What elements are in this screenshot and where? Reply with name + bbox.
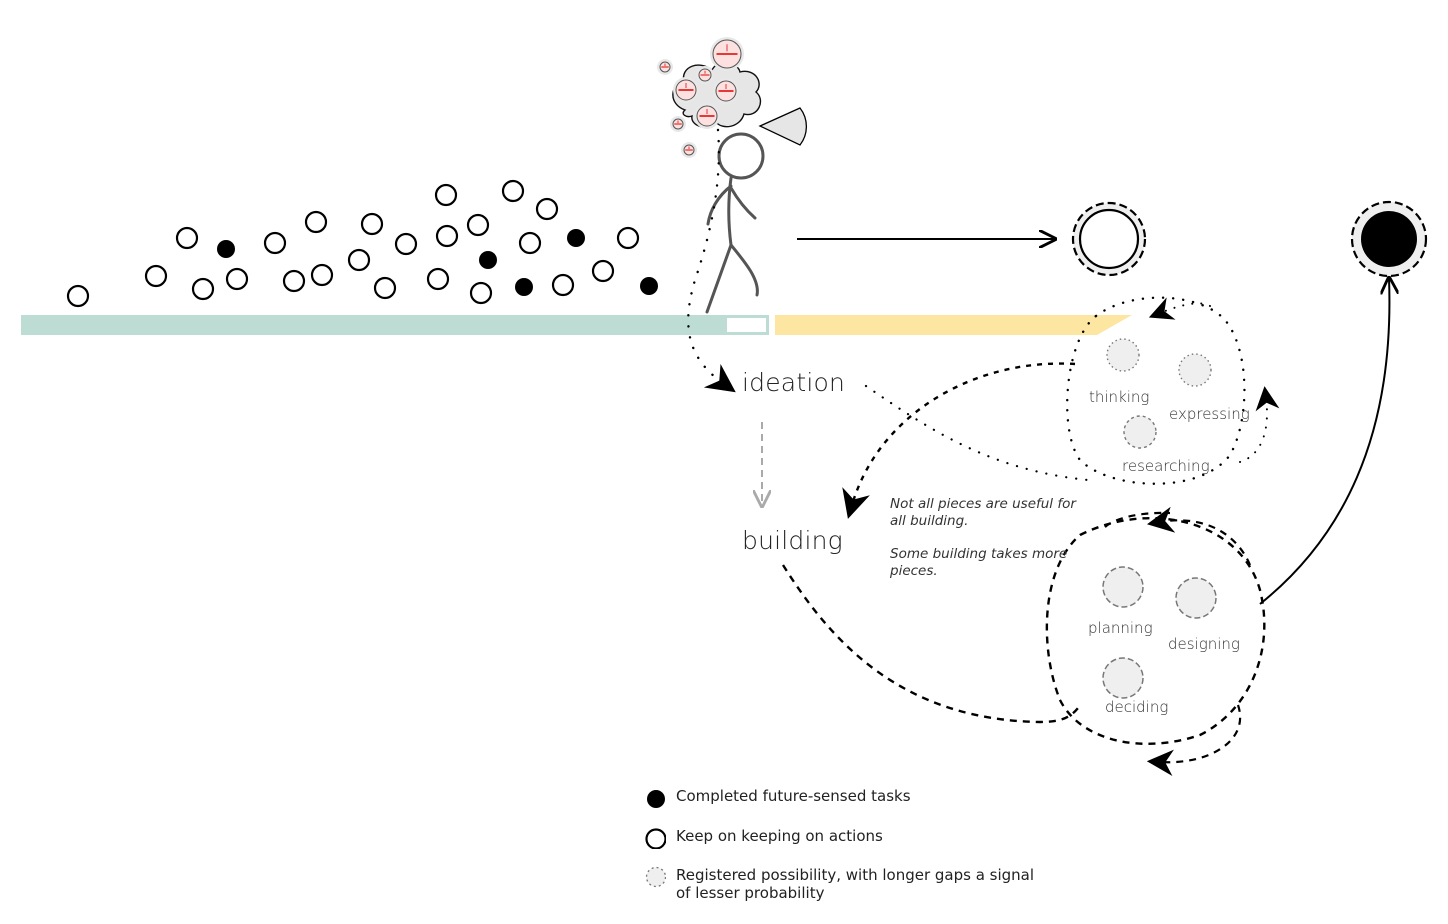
ideation-path — [687, 128, 736, 393]
open-task-dot — [434, 183, 458, 207]
open-task-dot — [591, 259, 615, 283]
legend-item-keep-on: Keep on keeping on actions — [644, 827, 1036, 849]
completed-task-dot — [640, 277, 658, 295]
present-marker — [727, 318, 766, 332]
note-pieces-useful: Not all pieces are useful for all buildi… — [890, 496, 1076, 529]
figure-head — [717, 132, 765, 180]
thought-bubble-icon — [694, 103, 720, 129]
open-task-dot — [304, 210, 328, 234]
figure-arm-right — [729, 186, 757, 220]
open-task-dot — [535, 197, 559, 221]
building-cluster — [1045, 506, 1266, 776]
filled-circle-icon — [647, 790, 665, 808]
open-task-dot — [501, 179, 525, 203]
activity-designing: designing — [1168, 635, 1240, 653]
completed-task-dot — [515, 278, 533, 296]
thought-bubble-icon — [681, 142, 697, 158]
stage-building: building — [742, 526, 843, 555]
open-task-dot — [435, 224, 459, 248]
open-task-dot — [551, 273, 575, 297]
arrow-to-completed-target — [1259, 278, 1389, 605]
figure-leg-right — [729, 243, 759, 297]
possibility-expressing — [1178, 353, 1212, 387]
open-task-dot — [282, 269, 306, 293]
thought-bubble-icon — [713, 78, 739, 104]
thought-bubble-icon — [670, 116, 686, 132]
dashed-circle-icon — [645, 866, 666, 888]
open-task-dot — [426, 267, 450, 291]
cluster-to-building-path — [842, 362, 1076, 519]
possibility-planning — [1102, 566, 1144, 608]
legend-label: Registered possibility, with longer gaps… — [676, 866, 1035, 902]
open-task-dot — [66, 284, 90, 308]
building-to-cluster-path — [781, 564, 1079, 724]
past-timeline-bar — [21, 315, 769, 335]
vision-cone — [758, 107, 807, 146]
open-task-dot — [144, 264, 168, 288]
thought-bubble-icon — [657, 59, 673, 75]
completed-task-dot — [479, 251, 497, 269]
completed-task-dot — [217, 240, 235, 258]
open-task-dot — [225, 267, 249, 291]
activity-deciding: deciding — [1105, 698, 1169, 716]
ideation-to-cluster-path — [864, 384, 1090, 482]
possibility-deciding — [1102, 657, 1144, 699]
open-task-dot — [347, 248, 371, 272]
open-task-dot — [616, 226, 640, 250]
completed-task-dot — [567, 229, 585, 247]
legend-label: Completed future-sensed tasks — [676, 787, 911, 805]
task-dots — [66, 179, 658, 308]
open-task-dot — [469, 281, 493, 305]
open-task-dot — [175, 226, 199, 250]
legend-label: Keep on keeping on actions — [676, 827, 883, 845]
activity-expressing: expressing — [1169, 405, 1250, 423]
possibility-designing — [1175, 577, 1217, 619]
thought-bubbles — [657, 37, 744, 158]
open-task-dot — [360, 212, 384, 236]
open-task-dot — [373, 276, 397, 300]
open-task-dot — [518, 231, 542, 255]
stick-figure — [705, 132, 765, 314]
thought-bubble-icon — [710, 37, 744, 71]
activity-researching: researching — [1122, 457, 1210, 475]
legend-item-possibility: Registered possibility, with longer gaps… — [644, 866, 1036, 902]
future-timeline-bar — [775, 315, 1132, 335]
possibility-thinking — [1106, 338, 1140, 372]
note-more-pieces: Some building takes more pieces. — [890, 546, 1068, 579]
activity-thinking: thinking — [1089, 388, 1150, 406]
figure-arm-left — [706, 184, 733, 226]
open-task-dot — [394, 232, 418, 256]
legend-item-completed: Completed future-sensed tasks — [644, 787, 1036, 809]
future-completed-target — [1350, 200, 1428, 278]
ideation-cluster — [1066, 296, 1280, 485]
open-task-dot — [310, 263, 334, 287]
future-open-target — [1071, 201, 1147, 277]
open-task-dot — [191, 277, 215, 301]
stage-ideation: ideation — [742, 368, 846, 397]
figure-body — [727, 176, 733, 247]
open-task-dot — [263, 231, 287, 255]
activity-planning: planning — [1088, 619, 1153, 637]
thought-bubble-icon — [673, 77, 699, 103]
figure-leg-left — [705, 243, 733, 314]
possibility-researching — [1123, 415, 1157, 449]
open-task-dot — [466, 213, 490, 237]
thought-bubble-icon — [696, 66, 714, 84]
open-circle-icon — [645, 828, 666, 849]
